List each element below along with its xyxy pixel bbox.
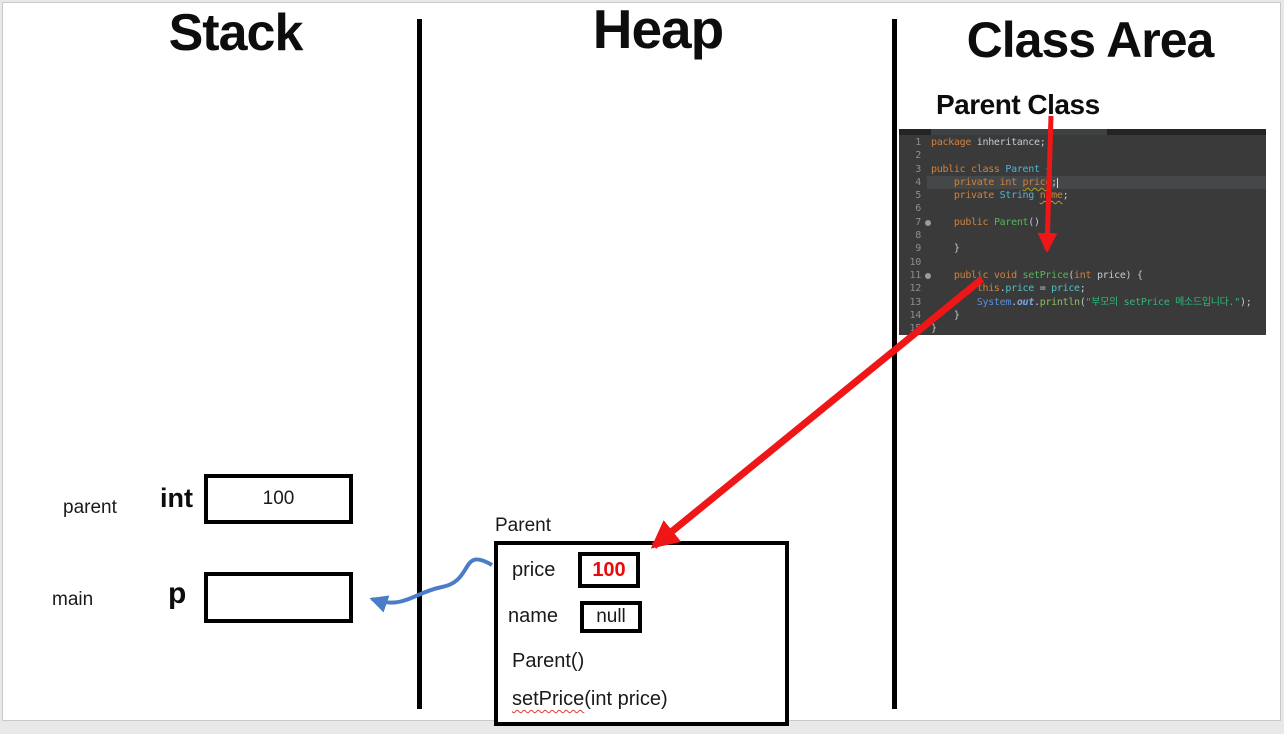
class-area-section-title: Class Area [966, 12, 1215, 68]
stack-heap-divider [417, 19, 422, 709]
stack-value-box-int: 100 [204, 474, 353, 524]
stack-section-title: Stack [168, 4, 304, 62]
heap-field-name-price: price [512, 559, 556, 581]
stack-var-p: p [168, 577, 187, 610]
heap-object-box: price 100 name null Parent() setPrice(in… [494, 541, 789, 726]
heap-field-value-name: null [596, 606, 626, 627]
heap-method-constructor-text: Parent() [512, 650, 585, 672]
heap-field-value-box-price: 100 [578, 552, 640, 588]
heap-field-value-price: 100 [592, 558, 626, 581]
heap-method-setprice-squiggle: setPrice [512, 688, 585, 710]
heap-classarea-divider [892, 19, 897, 709]
editor-top-strip [899, 129, 1266, 135]
heap-field-name-name: name [508, 605, 559, 627]
stack-value-int: 100 [262, 488, 295, 509]
heap-method-setprice-text: (int price) [584, 688, 668, 710]
heap-section-title: Heap [592, 0, 725, 60]
stack-value-box-p [204, 572, 353, 623]
stack-frame-label-parent: parent [63, 497, 117, 518]
heap-field-value-box-name: null [580, 601, 642, 633]
heap-method-constructor: Parent() [512, 650, 584, 673]
parent-class-heading: Parent Class [936, 89, 1100, 120]
stack-frame-label-main: main [52, 589, 94, 610]
heap-object-label: Parent [495, 515, 551, 536]
editor-tab-remnant [931, 129, 1107, 135]
heap-method-setprice: setPrice(int price) [512, 688, 668, 711]
stack-var-int: int [160, 483, 193, 513]
